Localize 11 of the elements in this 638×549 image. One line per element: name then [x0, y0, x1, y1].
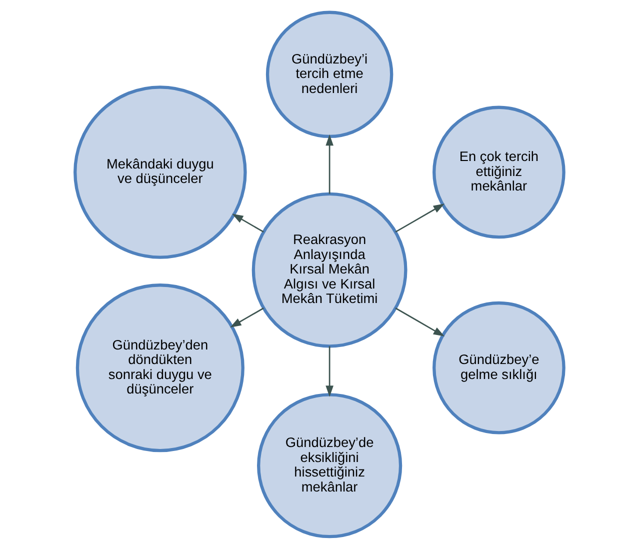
- node-circle: Reakrasyon Anlayışında Kırsal Mekân Algısı ve Kırsal Mekân Tüketimi: [251, 192, 407, 348]
- arrow: [325, 346, 333, 397]
- node-circle: Gündüzbey’de eksikliğini hissettiğiniz mekânlar: [256, 393, 402, 538]
- arrow: [394, 308, 444, 336]
- arrow: [394, 204, 444, 233]
- arrow: [230, 308, 264, 328]
- node-circle: Mekândaki duygu ve düşünceler: [73, 86, 246, 259]
- arrow: [232, 214, 264, 233]
- node-circle: Gündüzbey’i tercih etme nedenleri: [265, 10, 393, 138]
- node-circle: Gündüzbey’den döndükten sonraki duygu ve düşünceler: [75, 284, 244, 452]
- arrow: [325, 134, 333, 194]
